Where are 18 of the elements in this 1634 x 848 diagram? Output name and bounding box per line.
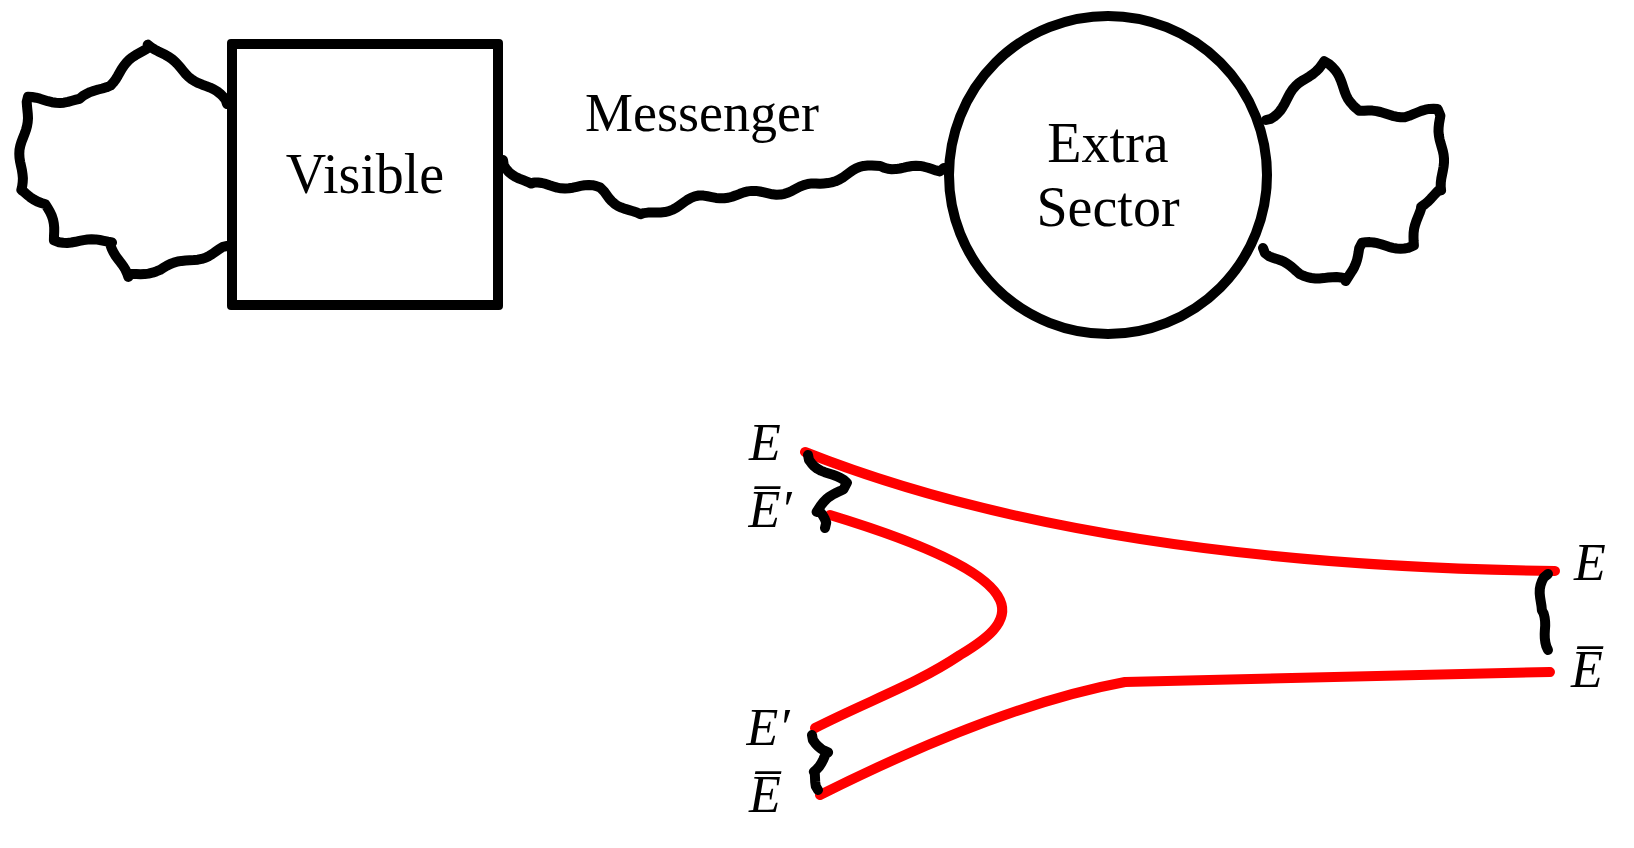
line (815, 667, 1555, 800)
line (800, 447, 1560, 576)
node-label: Visible (285, 142, 445, 207)
math-label: E (1565, 535, 1615, 590)
math-label: E′ (738, 700, 798, 755)
square-box (227, 39, 503, 310)
math-label: E̅′ (740, 480, 800, 540)
math-label: E̅ (1562, 640, 1612, 700)
line (810, 510, 1008, 733)
wavy-line (1534, 569, 1553, 655)
wavy-line (807, 730, 834, 795)
wavy-line (1258, 56, 1449, 287)
node-label: Extra Sector (1035, 110, 1181, 240)
circle (944, 11, 1272, 339)
wavy-line (803, 450, 852, 533)
math-label: E̅ (740, 765, 790, 825)
edge-label: Messenger (585, 82, 819, 144)
math-label: E (740, 415, 790, 470)
